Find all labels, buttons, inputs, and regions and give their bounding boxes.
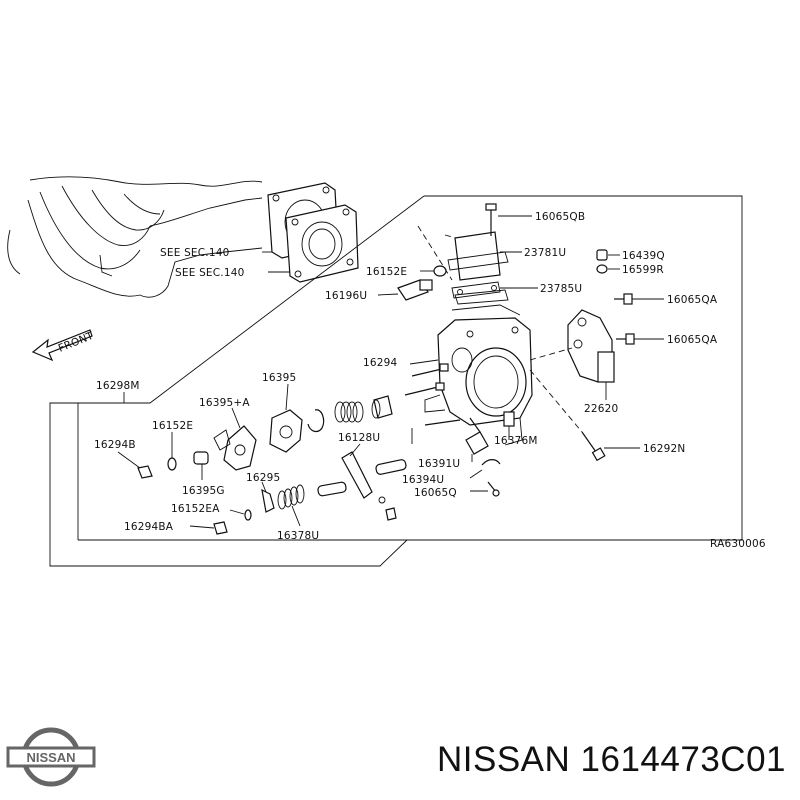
brand-name: NISSAN <box>436 740 571 779</box>
o-ring-16152E-top <box>433 265 447 277</box>
part-16376M <box>503 411 515 427</box>
sensor-16196U <box>397 279 433 301</box>
pin-16395G <box>193 451 209 480</box>
bolt-16065QB <box>485 203 497 236</box>
label-16395: 16395 <box>262 372 296 384</box>
label-16391U: 16391U <box>418 458 460 470</box>
label-16196U: 16196U <box>325 290 367 302</box>
hose-16439Q <box>596 249 608 274</box>
bolt-16065QA-2 <box>616 333 635 345</box>
label-16065QB: 16065QB <box>535 211 585 223</box>
logo-wordmark: NISSAN <box>26 750 75 765</box>
label-16128U: 16128U <box>338 432 380 444</box>
lever-16128U <box>317 451 407 521</box>
throttle-drum-spring-assembly <box>213 395 393 471</box>
label-16292N: 16292N <box>643 443 685 455</box>
label-16295: 16295 <box>246 472 280 484</box>
label-16152E: 16152E <box>152 420 193 432</box>
spring-16378U <box>277 484 305 510</box>
label-23785U: 23785U <box>540 283 582 295</box>
front-arrow <box>31 329 93 362</box>
label-16065Q: 16065Q <box>414 487 457 499</box>
washer-16152EA <box>244 509 252 521</box>
bracket-16295 <box>261 488 275 513</box>
label-16294B: 16294B <box>94 439 136 451</box>
label-16394U: 16394U <box>402 474 444 486</box>
part-number: 1614473C01 <box>580 740 786 779</box>
bolt-16292N <box>581 431 606 462</box>
gasket-plates <box>267 182 359 283</box>
throttle-body-exploded-diagram: SEE SEC.140 SEE SEC.140 FRONT <box>7 176 766 567</box>
label-16152EA: 16152EA <box>171 503 220 515</box>
bolt-16065QA-1 <box>614 293 633 305</box>
nut-16294BA <box>213 521 228 535</box>
screw-16065Q <box>487 481 500 497</box>
spring-coil <box>334 401 364 423</box>
label-23781U: 23781U <box>524 247 566 259</box>
nut-16294B <box>137 465 153 479</box>
label-16294BA: 16294BA <box>124 521 174 533</box>
nissan-logo: NISSAN <box>6 727 96 787</box>
part-title: NISSAN 1614473C01 <box>437 740 786 780</box>
label-16395A: 16395+A <box>199 397 250 409</box>
intake-manifold-drawing <box>7 176 263 298</box>
label-16298M: 16298M <box>96 380 140 392</box>
see-sec-140-label-2: SEE SEC.140 <box>175 267 244 279</box>
label-22620: 22620 <box>584 403 618 415</box>
front-label: FRONT <box>57 330 96 355</box>
label-16378U: 16378U <box>277 530 319 542</box>
clip-16394U <box>481 459 501 466</box>
sensor-16391U <box>465 417 489 455</box>
screws-16294 <box>404 363 461 426</box>
throttle-position-sensor-22620 <box>567 309 615 383</box>
washer-16152E <box>167 457 177 471</box>
idle-air-control-parts <box>447 231 509 299</box>
label-16439Q: 16439Q <box>622 250 665 262</box>
label-16065QA-2: 16065QA <box>667 334 718 346</box>
throttle-body <box>424 289 533 446</box>
label-16294: 16294 <box>363 357 398 369</box>
see-sec-140-label-1: SEE SEC.140 <box>160 247 229 259</box>
label-16065QA-1: 16065QA <box>667 294 718 306</box>
label-16599R: 16599R <box>622 264 664 276</box>
label-16395G: 16395G <box>182 485 225 497</box>
label-16152E-top: 16152E <box>366 266 407 278</box>
label-16376M: 16376M <box>494 435 538 447</box>
reference-code: RA630006 <box>710 538 766 550</box>
